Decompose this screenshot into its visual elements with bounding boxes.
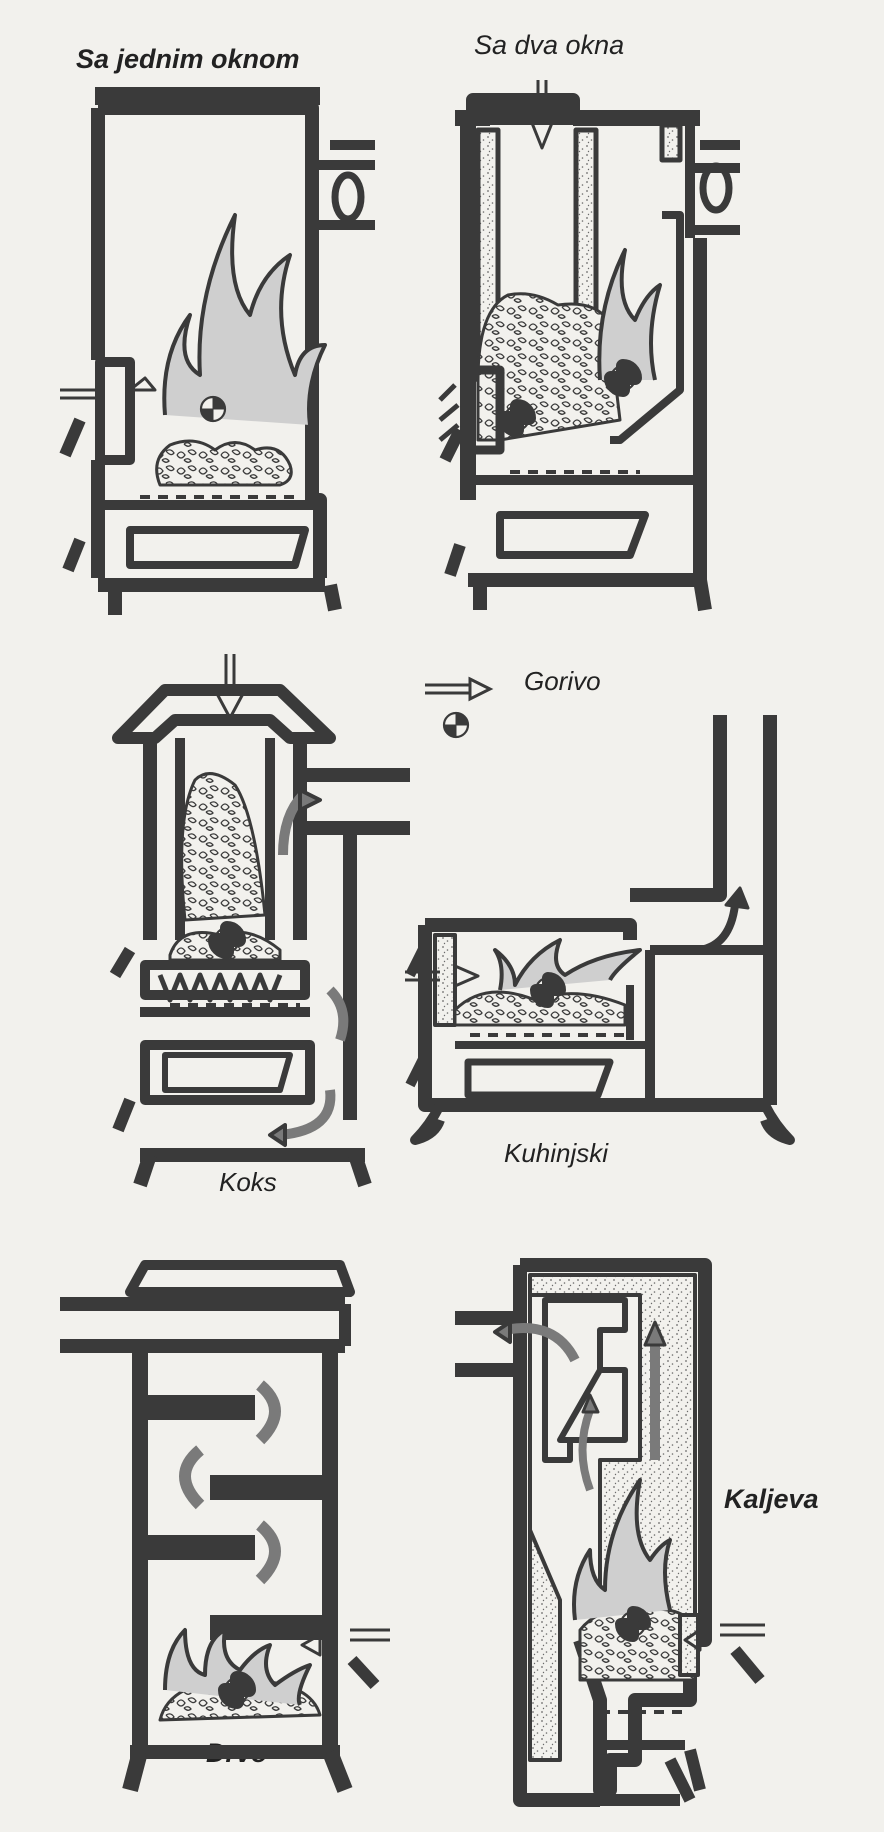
- stove-drvo: [60, 1260, 390, 1793]
- label-sa-dva-okna: Sa dva okna: [474, 30, 625, 60]
- label-kaljeva: Kaljeva: [724, 1484, 819, 1514]
- label-kuhinjski: Kuhinjski: [504, 1138, 609, 1168]
- legend-gorivo: [425, 676, 494, 739]
- stove-kaljeva: [455, 1258, 765, 1807]
- label-sa-jednim-oknom: Sa jednim oknom: [76, 44, 300, 74]
- label-koks: Koks: [219, 1167, 277, 1197]
- stove-sa-dva-okna: [438, 80, 740, 612]
- legend-fuel-symbol: [442, 711, 470, 739]
- label-gorivo: Gorivo: [524, 666, 601, 696]
- stove-koks: [109, 654, 410, 1188]
- stove-sa-jednim-oknom: [59, 87, 375, 615]
- legend-arrow-head: [468, 676, 494, 702]
- stove-kuhinjski: [405, 715, 795, 1145]
